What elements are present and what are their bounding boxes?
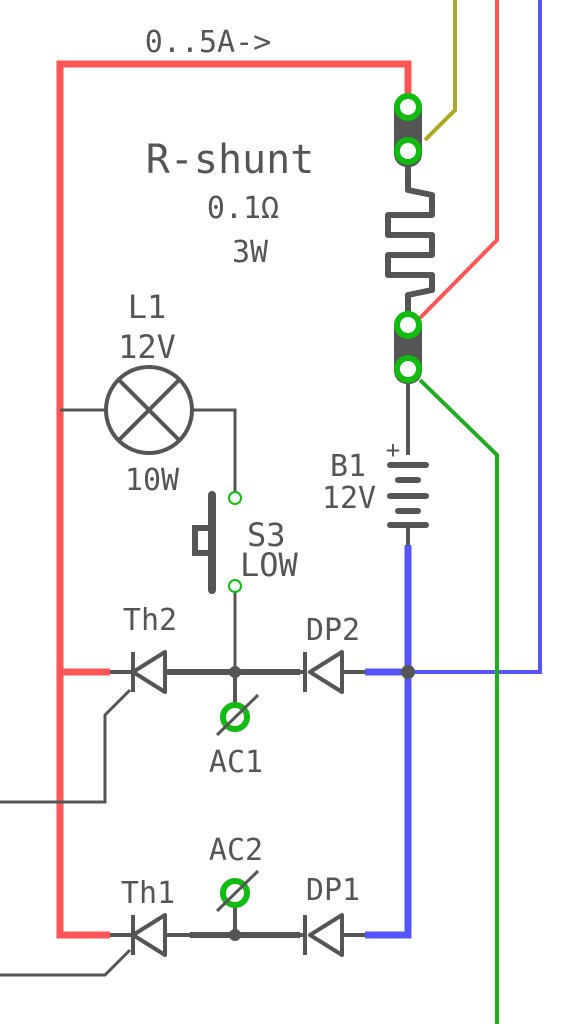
blue-wire-right	[408, 0, 542, 674]
ac1-label: AC1	[209, 745, 263, 780]
thyristor-th1-symbol	[110, 913, 190, 957]
th2-label: Th2	[123, 603, 177, 638]
diode-dp1-symbol	[300, 913, 365, 957]
dp2-label: DP2	[306, 613, 360, 648]
diode-dp2-symbol	[300, 650, 365, 694]
ac1-pad	[215, 693, 260, 737]
component-wires	[0, 160, 435, 977]
rshunt-value-label: 0.1Ω	[207, 191, 279, 226]
lamp-voltage-label: 12V	[118, 328, 176, 366]
olive-wire	[423, 0, 457, 142]
lamp-name-label: L1	[128, 288, 167, 326]
lamp-power-label: 10W	[125, 463, 180, 498]
rshunt-power-label: 3W	[232, 235, 269, 270]
green-wire	[418, 378, 499, 1024]
battery-plus-label: +	[386, 436, 400, 464]
red-wire-right	[418, 0, 499, 320]
junction-dots	[229, 665, 415, 941]
ac2-label: AC2	[209, 833, 263, 868]
current-label: 0..5A->	[145, 25, 271, 60]
switch-name-label: S3	[247, 516, 286, 554]
th1-label: Th1	[121, 876, 175, 911]
ac2-pad	[215, 869, 260, 913]
battery-voltage-label: 12V	[322, 481, 376, 516]
lamp-symbol	[104, 365, 194, 455]
shunt-pads	[394, 93, 422, 383]
battery-symbol	[387, 462, 429, 528]
dp1-label: DP1	[306, 873, 360, 908]
switch-state-label: LOW	[240, 546, 299, 584]
thyristor-th2-symbol	[110, 650, 167, 694]
red-wire-main	[56, 60, 412, 939]
rshunt-name-label: R-shunt	[146, 137, 315, 183]
battery-name-label: B1	[330, 449, 366, 484]
switch-symbol	[192, 491, 242, 594]
